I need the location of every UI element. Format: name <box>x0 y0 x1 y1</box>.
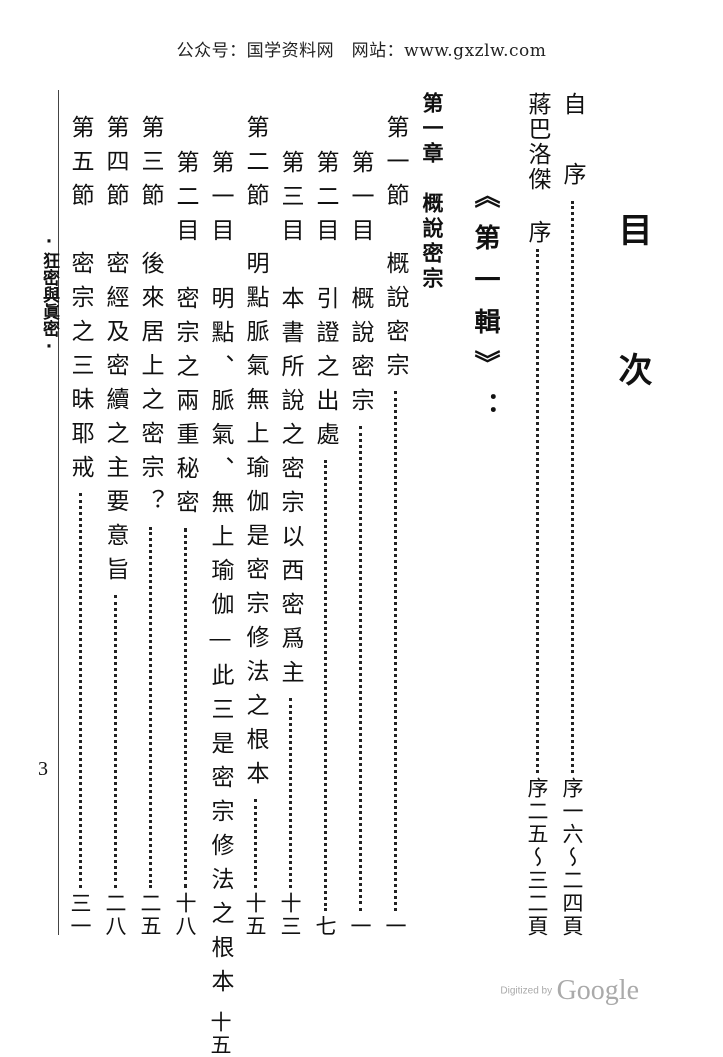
toc-entry[interactable]: 第一節 概說密宗一 <box>380 115 410 938</box>
toc-entry[interactable]: 第二目 密宗之兩重秘密十八 <box>170 150 200 938</box>
dot-leader <box>393 391 397 911</box>
toc-entry-label: 第一節 概說密宗 <box>382 115 408 387</box>
running-title: ·狂密與眞密· <box>39 232 59 357</box>
toc-entry-label: 第一目 明點、脈氣、無上瑜伽—此三是密宗修法之根本 <box>207 150 233 1003</box>
toc-entry-page: 七 <box>313 915 337 938</box>
dot-leader <box>323 460 327 911</box>
toc-entry[interactable]: 第三節 後來居上之密宗？ 二五 <box>135 115 165 938</box>
page-number: 3 <box>38 758 48 780</box>
toc-entry[interactable]: 第四節 密經及密續之主要意旨二八 <box>100 115 130 938</box>
google-logo: Google <box>556 975 639 1006</box>
toc-title-char-2: 次 <box>612 352 652 386</box>
toc-entry[interactable]: 第一目 明點、脈氣、無上瑜伽—此三是密宗修法之根本十五 <box>205 150 235 1057</box>
dot-leader <box>78 493 82 888</box>
dot-leader <box>535 249 539 773</box>
toc-entry-page: 二五 <box>138 892 162 938</box>
toc-entry-page: 十八 <box>173 892 197 938</box>
digitized-by-label: Digitized by <box>500 985 553 997</box>
dot-leader <box>288 698 292 888</box>
toc-entry-label: 《第一輯》： <box>470 182 500 434</box>
dot-leader <box>570 201 574 773</box>
toc-entry-page: 序二五～三二頁 <box>525 777 549 938</box>
dot-leader <box>183 528 187 888</box>
toc-entry-page: 十五 <box>243 892 267 938</box>
toc-entry-label: 第三目 本書所說之密宗以西密爲主 <box>277 150 303 694</box>
toc-entry[interactable]: 自 序序一六～二四頁 <box>557 92 587 938</box>
toc-entry[interactable]: 第一章 概說密宗 <box>417 92 447 292</box>
toc-entry[interactable]: 蔣巴洛傑 序序二五～三二頁 <box>522 92 552 938</box>
toc-entry-label: 第三節 後來居上之密宗？ <box>137 115 163 523</box>
toc-entry[interactable]: 第二節 明點脈氣無上瑜伽是密宗修法之根本十五 <box>240 115 270 938</box>
toc-entry[interactable]: 第三目 本書所說之密宗以西密爲主十三 <box>275 150 305 938</box>
toc-entry-label: 第二目 密宗之兩重秘密 <box>172 150 198 524</box>
dot-leader <box>358 426 362 911</box>
toc-entry-page: 三一 <box>68 892 92 938</box>
digitized-by-google: Digitized by Google <box>500 975 639 1007</box>
toc-entry-label: 蔣巴洛傑 序 <box>524 92 550 245</box>
toc-entry-page: 一 <box>348 915 372 938</box>
toc-entry[interactable]: 第五節 密宗之三昧耶戒三一 <box>65 115 95 938</box>
toc-entry-page: 二八 <box>103 892 127 938</box>
margin-rule <box>58 90 59 935</box>
toc-entry-page: 十三 <box>278 892 302 938</box>
dot-leader <box>253 799 257 888</box>
toc-entry-label: 第二目 引證之出處 <box>312 150 338 456</box>
toc-entry-page: 十五 <box>208 1011 232 1057</box>
toc-entry[interactable]: 《第一輯》： <box>470 182 500 434</box>
toc-entry-page: 一 <box>383 915 407 938</box>
toc-entry[interactable]: 第二目 引證之出處七 <box>310 150 340 938</box>
toc-entry-label: 第一目 概說密宗 <box>347 150 373 422</box>
dot-leader <box>113 595 117 888</box>
toc-entry-label: 自 序 <box>559 92 585 197</box>
toc-entry-page: 序一六～二四頁 <box>560 777 584 938</box>
toc-title-char-1: 目 <box>612 212 652 246</box>
dot-leader <box>148 527 152 888</box>
watermark-header: 公众号：国学资料网 网站：www.gxzlw.com <box>176 41 547 61</box>
toc-entry-label: 第五節 密宗之三昧耶戒 <box>67 115 93 489</box>
toc-entry-label: 第四節 密經及密續之主要意旨 <box>102 115 128 591</box>
toc-entry[interactable]: 第一目 概說密宗一 <box>345 150 375 938</box>
toc-entry-label: 第二節 明點脈氣無上瑜伽是密宗修法之根本 <box>242 115 268 795</box>
toc-entry-label: 第一章 概說密宗 <box>420 92 444 292</box>
